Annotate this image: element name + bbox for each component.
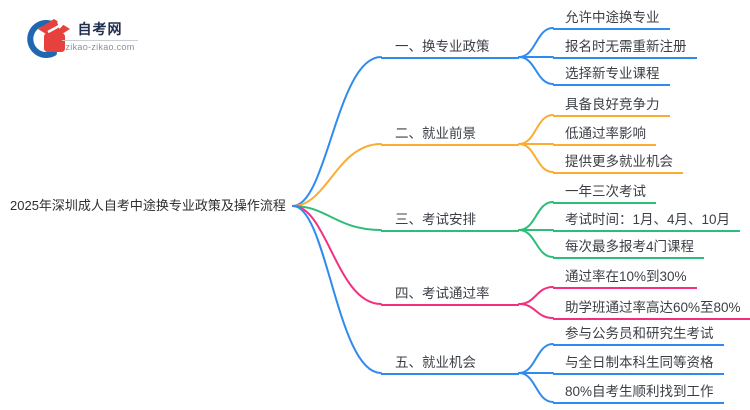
branch-4-child-2-connector <box>518 303 554 319</box>
branch-1-child-1: 允许中途换专业 <box>553 9 670 30</box>
branch-2-connector <box>292 143 382 207</box>
branch-2-child-1: 具备良好竞争力 <box>553 96 670 117</box>
branch-1-child-3: 选择新专业课程 <box>553 65 670 86</box>
branch-4-label: 四、考试通过率 <box>381 285 519 306</box>
branch-4-connector <box>292 205 382 305</box>
branch-2-label: 二、就业前景 <box>381 125 519 146</box>
branch-3-child-1-connector <box>518 201 554 231</box>
mindmap-root-title: 2025年深圳成人自考中途换专业政策及操作流程 <box>10 198 286 213</box>
logo-name: 自考网 <box>77 21 123 37</box>
branch-2-child-3-connector <box>518 143 554 173</box>
branch-3-child-2: 考试时间：1月、4月、10月 <box>553 211 741 232</box>
branch-4-child-1-connector <box>518 286 554 305</box>
branch-5-child-2: 与全日制本科生同等资格 <box>553 354 724 375</box>
graduation-cap-icon <box>27 19 70 58</box>
logo-domain: zikao-zikao.com <box>65 42 135 52</box>
branch-4-child-2: 助学班通过率高达60%至80% <box>553 299 750 320</box>
branch-5-child-3-connector <box>518 372 554 403</box>
branch-5-label: 五、就业机会 <box>381 354 519 375</box>
branch-1-connector <box>292 56 382 207</box>
branch-5-child-1-connector <box>518 343 554 374</box>
branch-3-child-3-connector <box>518 229 554 258</box>
branch-1-child-2: 报名时无需重新注册 <box>553 38 697 59</box>
branch-5-connector <box>292 205 382 374</box>
branch-1-child-1-connector <box>518 27 554 58</box>
branch-1-label: 一、换专业政策 <box>381 38 519 59</box>
logo: 自考网 zikao-zikao.com <box>26 16 146 62</box>
branch-5-child-3: 80%自考生顺利找到工作 <box>553 383 724 404</box>
branch-3-child-1: 一年三次考试 <box>553 183 656 204</box>
branch-1-child-3-connector <box>518 56 554 85</box>
branch-5-child-1: 参与公务员和研究生考试 <box>553 325 724 346</box>
branch-3-connector <box>292 205 382 231</box>
branch-3-child-3: 每次最多报考4门课程 <box>553 238 705 259</box>
logo-divider <box>62 40 138 41</box>
branch-3-label: 三、考试安排 <box>381 211 519 232</box>
branch-2-child-1-connector <box>518 114 554 145</box>
branch-2-child-2: 低通过率影响 <box>553 125 656 146</box>
branch-4-child-1: 通过率在10%到30% <box>553 268 697 289</box>
branch-2-child-3: 提供更多就业机会 <box>553 153 683 174</box>
